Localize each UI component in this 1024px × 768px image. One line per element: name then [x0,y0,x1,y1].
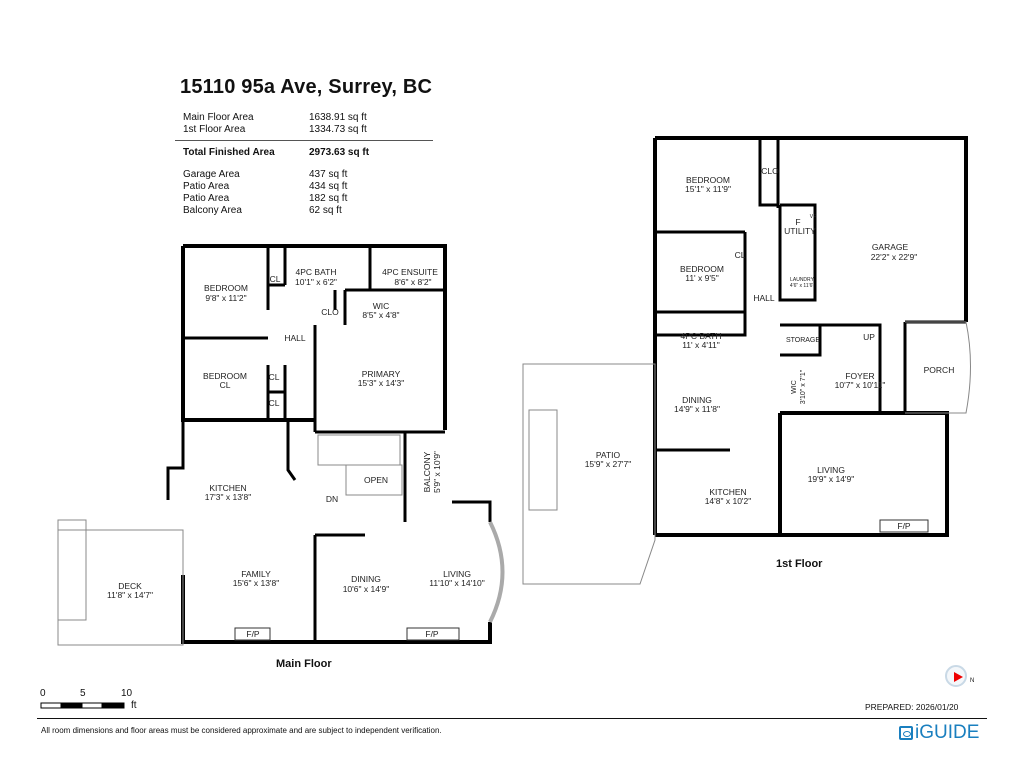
svg-text:8'6" x 8'2": 8'6" x 8'2" [394,277,431,287]
svg-text:4'6" x 11'6": 4'6" x 11'6" [790,283,814,289]
first-floor-room-labels: BEDROOM 15'1" x 11'9" CLO UTILITY F VF G… [585,166,955,531]
svg-text:HALL: HALL [753,293,775,303]
svg-text:11' x 9'5": 11' x 9'5" [685,273,719,283]
svg-text:UP: UP [863,332,875,342]
svg-text:BEDROOM: BEDROOM [686,175,730,185]
svg-text:5'9" x 10'9": 5'9" x 10'9" [432,451,442,493]
area-row-main-floor: Main Floor Area 1638.91 sq ft [183,112,367,123]
area-summary-table: Main Floor Area 1638.91 sq ft 1st Floor … [175,112,433,217]
first-floor-label: 1st Floor [776,558,823,570]
svg-text:F: F [795,217,800,227]
page-title: 15110 95a Ave, Surrey, BC [180,76,433,98]
footer-divider [37,718,987,719]
svg-text:10'7" x 10'11": 10'7" x 10'11" [835,380,886,390]
svg-text:14'8" x 10'2": 14'8" x 10'2" [705,496,752,506]
area-row-patio-1: Patio Area 434 sq ft [183,181,348,192]
svg-text:17'3" x 13'8": 17'3" x 13'8" [205,492,252,502]
svg-text:15'1" x 11'9": 15'1" x 11'9" [685,184,731,194]
scale-labels: 0 5 10 ft [40,688,137,711]
svg-text:10'6" x 14'9": 10'6" x 14'9" [343,584,390,594]
svg-text:BEDROOM: BEDROOM [680,264,724,274]
svg-text:BALCONY: BALCONY [422,451,432,492]
main-floor-room-labels: BEDROOM 9'8" x 11'2" CL 4PC BATH 10'1" x… [107,267,485,639]
area-row-patio-2: Patio Area 182 sq ft [183,193,348,204]
svg-text:OPEN: OPEN [364,475,388,485]
disclaimer-text: All room dimensions and floor areas must… [41,726,442,735]
svg-text:CLO: CLO [761,166,779,176]
main-floor-label: Main Floor [276,658,332,670]
prepared-date: PREPARED: 2026/01/20 [865,702,959,712]
svg-text:DINING: DINING [682,395,712,405]
svg-text:CL: CL [220,380,231,390]
svg-text:VF: VF [810,214,816,220]
compass-icon [945,665,967,687]
svg-text:15'6" x 13'8": 15'6" x 13'8" [233,578,280,588]
svg-text:FOYER: FOYER [845,371,874,381]
svg-text:PORCH: PORCH [924,365,955,375]
svg-text:3'10" x 7'1": 3'10" x 7'1" [800,369,807,404]
svg-text:CL: CL [269,372,280,382]
camera-icon [899,726,913,740]
svg-text:DECK: DECK [118,581,142,591]
svg-text:HALL: HALL [284,333,306,343]
divider [175,140,433,141]
svg-text:11'10" x 14'10": 11'10" x 14'10" [429,578,484,588]
svg-text:PATIO: PATIO [596,450,621,460]
svg-text:CL: CL [735,250,746,260]
brand-logo: iGUIDE [899,722,979,744]
svg-text:4PC ENSUITE: 4PC ENSUITE [382,267,438,277]
svg-text:WIC: WIC [373,301,390,311]
svg-text:CLO: CLO [321,307,339,317]
svg-text:15'3" x 14'3": 15'3" x 14'3" [358,378,405,388]
svg-text:PRIMARY: PRIMARY [362,369,401,379]
svg-text:4PC BATH: 4PC BATH [681,331,722,341]
svg-text:KITCHEN: KITCHEN [709,487,746,497]
area-row-total: Total Finished Area 2973.63 sq ft [183,147,370,158]
svg-text:LIVING: LIVING [817,465,845,475]
svg-text:11' x 4'11": 11' x 4'11" [682,340,720,350]
svg-text:LIVING: LIVING [443,569,471,579]
svg-text:CL: CL [269,398,280,408]
svg-text:11'8" x 14'7": 11'8" x 14'7" [107,590,153,600]
svg-text:10'1" x 6'2": 10'1" x 6'2" [295,277,337,287]
compass-north-label: N [970,678,975,684]
area-row-balcony: Balcony Area 62 sq ft [183,205,342,216]
svg-text:9'8" x 11'2": 9'8" x 11'2" [205,293,246,303]
svg-text:DN: DN [326,494,338,504]
area-row-garage: Garage Area 437 sq ft [183,169,348,180]
first-floor-plan [522,136,971,585]
svg-text:15'9" x 27'7": 15'9" x 27'7" [585,459,632,469]
svg-text:19'9" x 14'9": 19'9" x 14'9" [808,474,855,484]
svg-text:KITCHEN: KITCHEN [209,483,246,493]
svg-text:F/P: F/P [425,629,439,639]
svg-text:8'5" x 4'8": 8'5" x 4'8" [362,310,399,320]
scale-bar [40,702,125,709]
svg-text:F/P: F/P [246,629,260,639]
svg-text:WIC: WIC [791,380,798,394]
svg-text:BEDROOM: BEDROOM [204,283,248,293]
svg-text:4PC BATH: 4PC BATH [296,267,337,277]
svg-text:14'9" x 11'8": 14'9" x 11'8" [674,404,720,414]
svg-text:STORAGE: STORAGE [786,337,820,344]
svg-text:CL: CL [270,274,281,284]
svg-text:FAMILY: FAMILY [241,569,271,579]
area-row-first-floor: 1st Floor Area 1334.73 sq ft [183,124,367,135]
svg-text:GARAGE: GARAGE [872,242,909,252]
svg-text:F/P: F/P [897,521,911,531]
svg-text:UTILITY: UTILITY [784,226,816,236]
svg-text:22'2" x 22'9": 22'2" x 22'9" [871,252,918,262]
main-floor-plan [57,244,505,646]
svg-text:DINING: DINING [351,574,381,584]
svg-text:LAUNDRY: LAUNDRY [790,277,814,283]
svg-text:BEDROOM: BEDROOM [203,371,247,381]
